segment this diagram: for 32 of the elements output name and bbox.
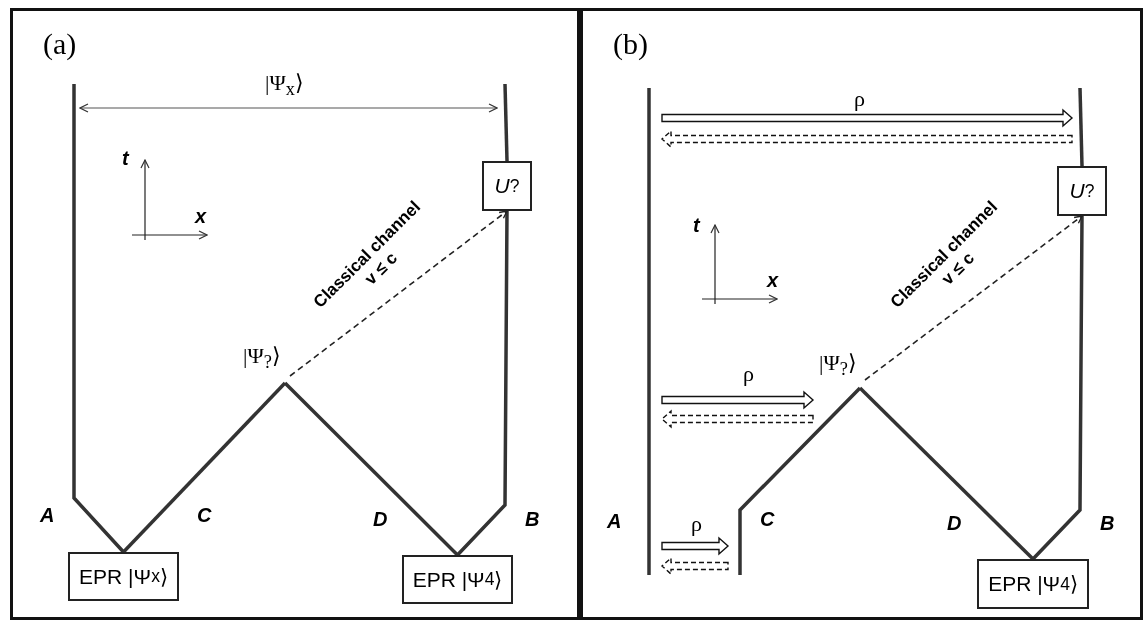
- point-label: A: [607, 511, 622, 531]
- axis-label: t: [122, 148, 129, 168]
- worldline: [122, 381, 287, 554]
- state-label: |Ψ$_{?}$⟩: [819, 352, 857, 379]
- worldline: [283, 381, 459, 557]
- worldline: [456, 211, 509, 557]
- symbol-label: ρ: [691, 513, 702, 535]
- panel-frame: [10, 8, 580, 620]
- point-label: B: [525, 509, 540, 529]
- axis-label: t: [693, 215, 700, 235]
- point-label: A: [40, 505, 55, 525]
- panel-label: (b): [613, 27, 648, 61]
- axis-label: x: [195, 206, 207, 226]
- dashed-arrow: [864, 215, 1083, 381]
- state-label: |Ψ$_{x}$⟩: [265, 72, 304, 99]
- panel-label: (a): [43, 27, 77, 61]
- axis-label: x: [767, 270, 779, 290]
- symbol-label: ρ: [743, 363, 754, 385]
- worldline: [858, 386, 1035, 561]
- point-label: B: [1100, 513, 1115, 533]
- point-label: C: [760, 509, 775, 529]
- point-label: D: [373, 509, 388, 529]
- worldline: [503, 83, 509, 162]
- point-label: D: [947, 513, 962, 533]
- state-label: |Ψ$_{?}$⟩: [243, 345, 281, 372]
- worldline: [1078, 87, 1084, 167]
- dashed-arrow: [289, 210, 508, 377]
- symbol-label: ρ: [854, 88, 865, 110]
- panel-frame: [580, 8, 1143, 620]
- worldline: [72, 84, 125, 554]
- point-label: C: [197, 505, 212, 525]
- worldline: [1031, 216, 1084, 561]
